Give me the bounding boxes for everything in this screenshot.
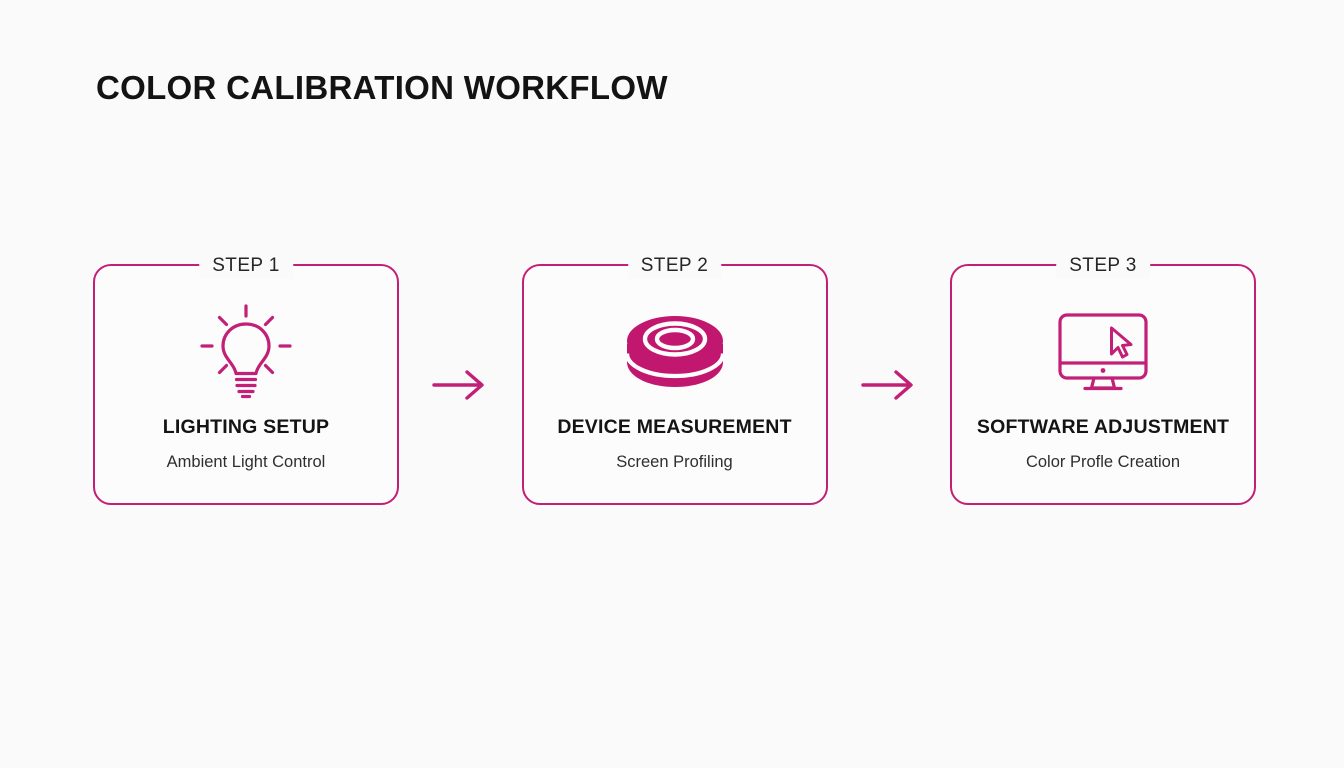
step-title-3: SOFTWARE ADJUSTMENT bbox=[976, 416, 1230, 438]
step-title-2: DEVICE MEASUREMENT bbox=[557, 416, 792, 438]
step-card-2-body: DEVICE MEASUREMENT Screen Profiling bbox=[524, 266, 826, 503]
step-card-2[interactable]: STEP 2 DEVICE M bbox=[521, 253, 828, 505]
page-title: COLOR CALIBRATION WORKFLOW bbox=[96, 69, 668, 106]
arrow-right-icon-1 bbox=[429, 365, 491, 405]
step-subtitle-2: Screen Profiling bbox=[616, 453, 733, 471]
step-subtitle-1: Ambient Light Control bbox=[166, 453, 326, 471]
arrow-right-icon-2 bbox=[858, 365, 920, 405]
step-badge-1: STEP 1 bbox=[199, 253, 293, 279]
step-badge-2: STEP 2 bbox=[627, 253, 722, 279]
step-subtitle-3: Color Profle Creation bbox=[1025, 453, 1181, 471]
step-badge-3: STEP 3 bbox=[1056, 253, 1150, 279]
step-card-1[interactable]: STEP 1 bbox=[93, 253, 399, 505]
step-title-1: LIGHTING SETUP bbox=[162, 416, 330, 438]
workflow-steps-row: STEP 1 bbox=[93, 253, 1256, 505]
step-card-1-body: LIGHTING SETUP Ambient Light Control bbox=[95, 266, 397, 503]
step-card-3-body: SOFTWARE ADJUSTMENT Color Profle Creatio… bbox=[952, 266, 1254, 503]
colorimeter-puck-icon bbox=[623, 292, 727, 412]
monitor-cursor-icon bbox=[1053, 292, 1153, 412]
step-card-3[interactable]: STEP 3 bbox=[950, 253, 1256, 505]
lightbulb-icon bbox=[198, 292, 294, 412]
